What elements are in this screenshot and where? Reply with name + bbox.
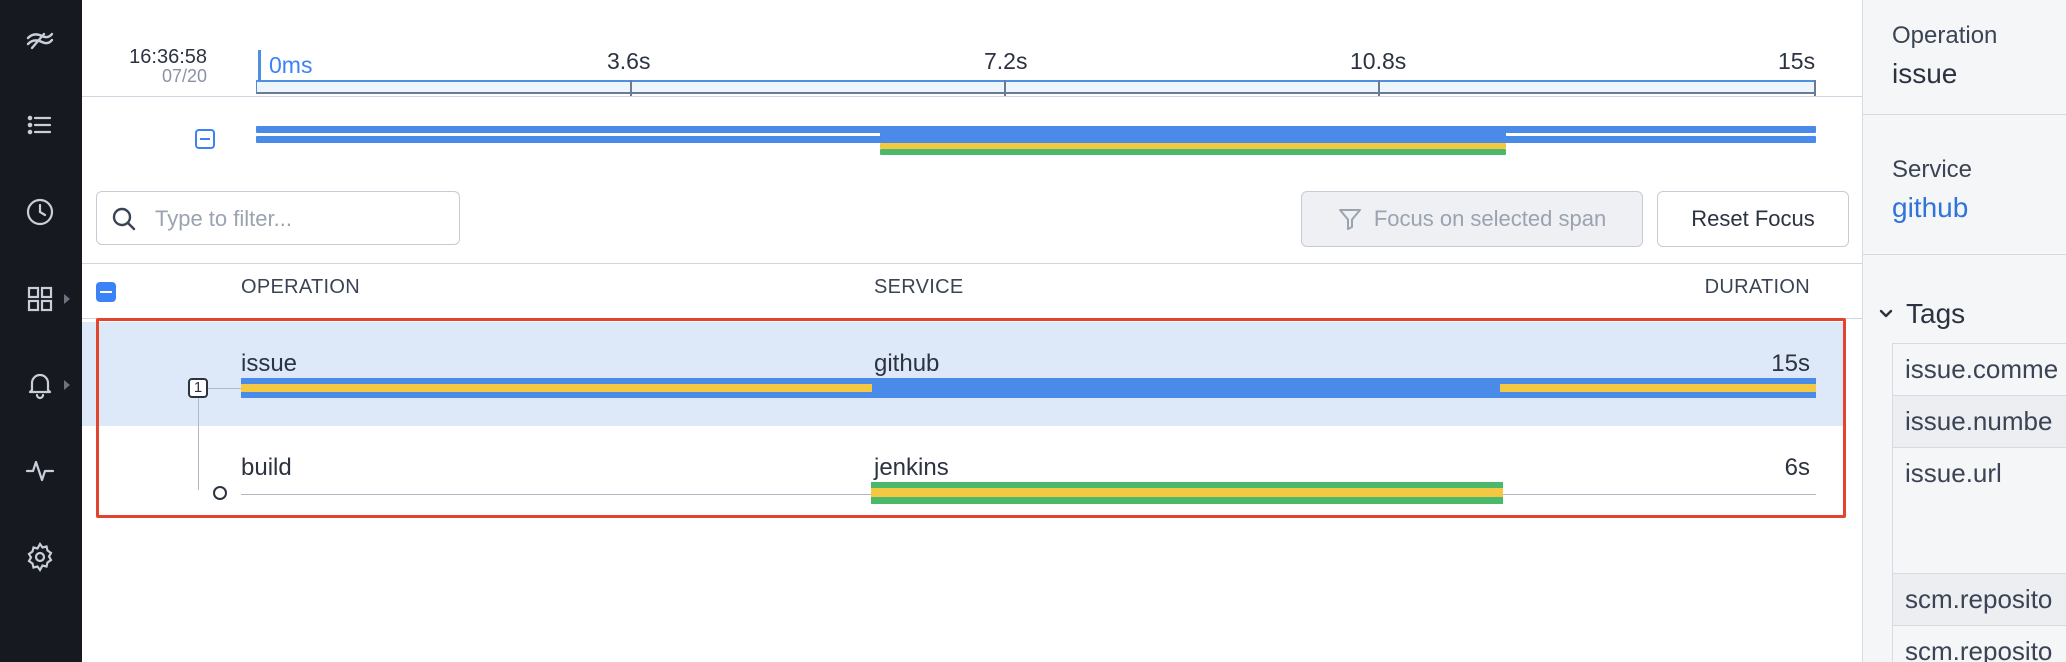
divider	[82, 263, 1862, 264]
span-operation: issue	[241, 350, 298, 377]
axis-tick	[1814, 80, 1816, 96]
trace-start-date: 07/20	[161, 66, 207, 86]
activity-icon[interactable]	[20, 450, 60, 490]
sidebar	[0, 0, 82, 662]
service-label: Service	[1892, 156, 1973, 183]
gear-icon[interactable]	[20, 537, 60, 577]
chevron-down-icon[interactable]	[1878, 306, 1894, 322]
span-duration: 6s	[1784, 454, 1810, 481]
trace-view: 16:36:58 07/20 0ms 3.6s 7.2s 10.8s 15s F…	[82, 0, 1862, 662]
divider	[82, 96, 1862, 97]
span-service: github	[874, 350, 940, 377]
search-icon	[112, 207, 136, 231]
operation-value: issue	[1892, 58, 1958, 89]
tag-key: issue.numbe	[1892, 395, 2066, 447]
tick-label: 15s	[1778, 48, 1816, 74]
span-detail-panel: Operation issue Service github Tags issu…	[1862, 0, 2066, 662]
span-duration: 15s	[1771, 350, 1810, 377]
column-header-operation[interactable]: OPERATION	[241, 276, 361, 298]
tags-section-title[interactable]: Tags	[1906, 298, 1966, 329]
reset-focus-button[interactable]: Reset Focus	[1657, 191, 1849, 247]
tick-label: 7.2s	[984, 48, 1028, 74]
tag-key: issue.comme	[1892, 343, 2066, 395]
operation-label: Operation	[1892, 22, 1998, 49]
span-service: jenkins	[874, 454, 949, 481]
span-row-issue[interactable]	[82, 322, 1844, 426]
column-header-service[interactable]: SERVICE	[874, 276, 964, 298]
minimap-span-issue-focus	[880, 126, 1506, 143]
filter-input-wrapper[interactable]	[96, 191, 460, 245]
grid-icon[interactable]	[20, 279, 60, 319]
focus-selected-span-button[interactable]: Focus on selected span	[1301, 191, 1643, 247]
leaf-node-icon	[213, 486, 227, 500]
select-all-checkbox[interactable]	[96, 282, 116, 302]
list-icon[interactable]	[20, 105, 60, 145]
tag-key: scm.reposito	[1892, 573, 2066, 625]
bell-icon[interactable]	[20, 364, 60, 404]
focus-button-label: Focus on selected span	[1373, 206, 1607, 231]
span-bar-issue[interactable]	[241, 378, 1816, 398]
filter-icon	[1338, 209, 1361, 230]
timeline-zero-label: 0ms	[258, 50, 321, 80]
tick-label: 10.8s	[1350, 48, 1407, 74]
timeline-axis[interactable]	[256, 80, 1816, 94]
filter-input[interactable]	[153, 202, 447, 236]
chevron-right-icon	[64, 294, 70, 304]
span-bar-self-time	[871, 488, 1503, 497]
trace-start-time: 16:36:58	[129, 46, 207, 68]
minimap-span-build	[880, 149, 1506, 155]
span-bar-self-time	[1500, 384, 1816, 392]
logo-icon[interactable]	[20, 20, 60, 60]
minimap-span-build	[880, 143, 1506, 149]
divider	[1863, 254, 2066, 255]
divider	[82, 318, 1862, 319]
divider	[1863, 114, 2066, 115]
span-child-count-badge[interactable]: 1	[188, 378, 208, 398]
tree-connector	[198, 398, 199, 490]
tick-label: 3.6s	[607, 48, 651, 74]
clock-icon[interactable]	[20, 192, 60, 232]
axis-tick	[1004, 80, 1006, 96]
axis-tick	[1378, 80, 1380, 96]
tag-key: issue.url	[1892, 447, 2066, 573]
column-header-duration[interactable]: DURATION	[1704, 276, 1810, 298]
span-bar-self-time	[241, 384, 872, 392]
collapse-all-button[interactable]	[195, 129, 215, 149]
tree-connector	[205, 388, 257, 389]
axis-tick	[630, 80, 632, 96]
tag-key: scm.reposito	[1892, 625, 2066, 662]
service-value-link[interactable]: github	[1892, 192, 1969, 223]
chevron-right-icon	[64, 380, 70, 390]
span-operation: build	[241, 454, 292, 481]
